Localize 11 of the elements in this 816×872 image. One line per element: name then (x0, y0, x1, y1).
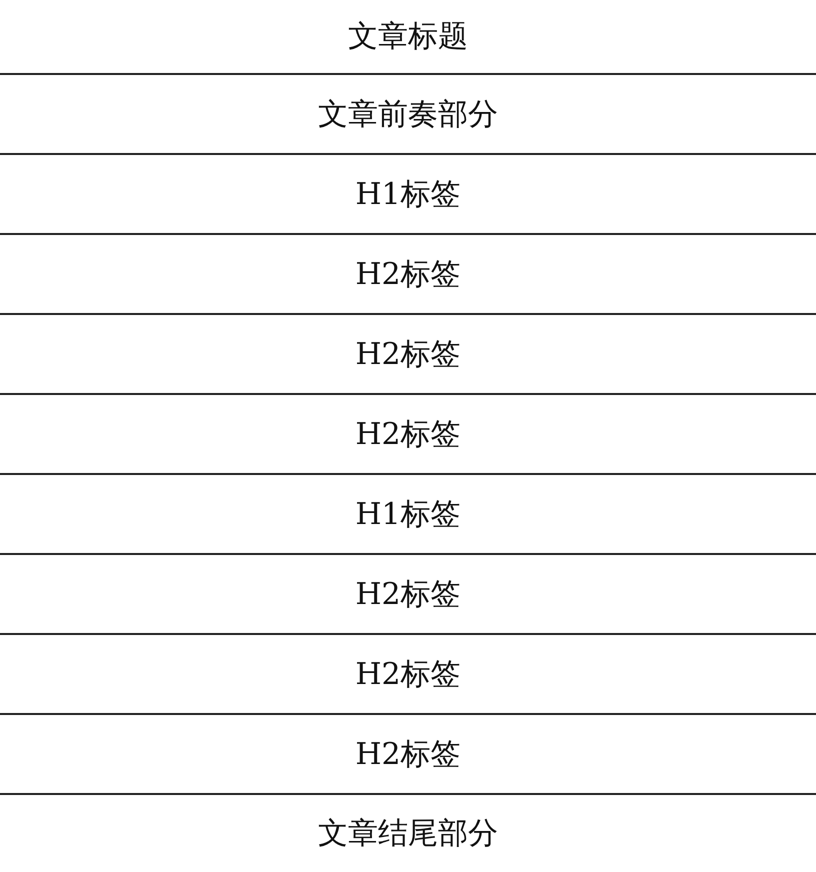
band-label: 文章标题 (348, 18, 468, 56)
band-label: H2标签 (355, 736, 461, 774)
band-label: H2标签 (355, 416, 461, 454)
band-label: H2标签 (355, 656, 461, 694)
band-label: H1标签 (355, 496, 461, 534)
band-label: H2标签 (355, 256, 461, 294)
band-label: 文章结尾部分 (318, 815, 498, 853)
band-label: H1标签 (355, 176, 461, 214)
band-label: H2标签 (355, 336, 461, 374)
band-label: 文章前奏部分 (318, 96, 498, 134)
band-label: H2标签 (355, 576, 461, 614)
